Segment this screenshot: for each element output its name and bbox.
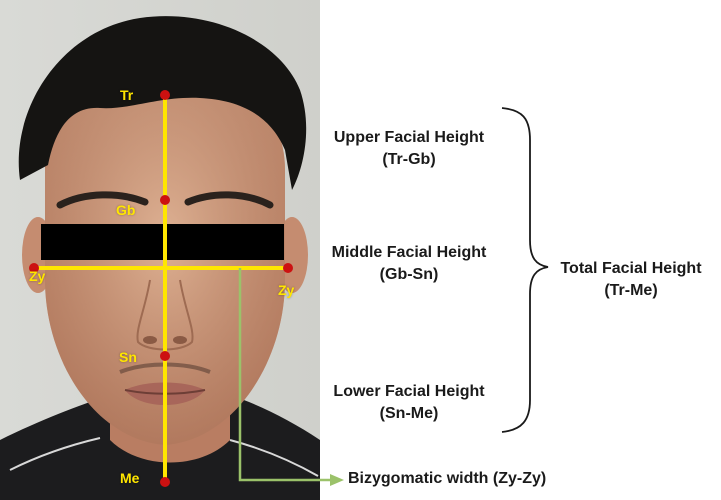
total-facial-height-code: (Tr-Me) <box>604 282 658 299</box>
face-photo <box>0 0 320 500</box>
lower-facial-height-title: Lower Facial Height <box>333 383 485 400</box>
point-gb <box>160 195 170 205</box>
point-me <box>160 477 170 487</box>
label-zy-right: Zy <box>278 282 295 298</box>
label-gb: Gb <box>116 202 136 218</box>
total-height-brace <box>501 107 549 433</box>
label-zy-left: Zy <box>29 268 46 284</box>
middle-facial-height-title: Middle Facial Height <box>331 244 487 261</box>
left-nostril <box>143 336 157 344</box>
measurement-lines <box>32 95 344 486</box>
total-facial-height-label: Total Facial Height (Tr-Me) <box>546 258 716 302</box>
upper-facial-height-code: (Tr-Gb) <box>382 151 436 168</box>
point-sn <box>160 351 170 361</box>
right-eyebrow <box>184 191 274 209</box>
label-sn: Sn <box>119 349 137 365</box>
lower-facial-height-label: Lower Facial Height (Sn-Me) <box>314 381 504 425</box>
total-facial-height-title: Total Facial Height <box>560 260 702 277</box>
eye-censor-bar <box>41 224 284 260</box>
middle-facial-height-label: Middle Facial Height (Gb-Sn) <box>314 242 504 286</box>
shirt-stripe <box>9 437 101 471</box>
point-zy-right <box>283 263 293 273</box>
hair <box>18 16 307 191</box>
label-tr: Tr <box>120 87 134 103</box>
landmark-points <box>29 90 293 487</box>
right-nostril <box>173 336 187 344</box>
bizygomatic-arrowhead <box>330 474 344 486</box>
point-tr <box>160 90 170 100</box>
point-zy-left <box>29 263 39 273</box>
left-eyebrow <box>56 191 149 209</box>
middle-facial-height-code: (Gb-Sn) <box>379 266 439 283</box>
bizygomatic-leader-line <box>238 268 330 482</box>
upper-facial-height-label: Upper Facial Height (Tr-Gb) <box>314 127 504 171</box>
upper-facial-height-title: Upper Facial Height <box>333 129 485 146</box>
label-me: Me <box>120 470 140 486</box>
bizygomatic-width-label: Bizygomatic width (Zy-Zy) <box>348 470 547 487</box>
lower-facial-height-code: (Sn-Me) <box>379 405 439 422</box>
